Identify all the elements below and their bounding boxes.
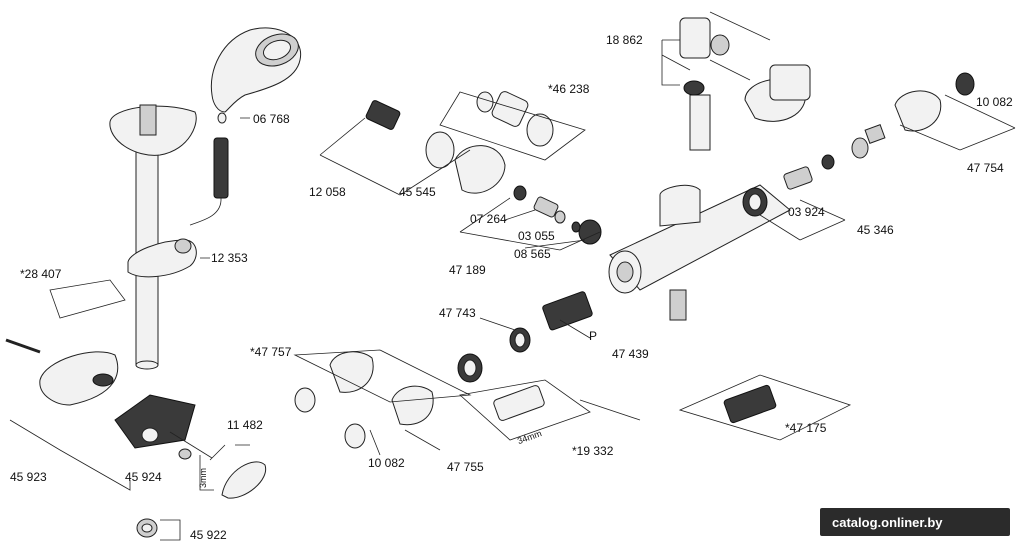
label-10082-bot: 10 082 (368, 456, 405, 470)
screw-left (5, 338, 41, 354)
label-45923: 45 923 (10, 470, 47, 484)
part-03055 (533, 196, 559, 218)
label-12353: 12 353 (211, 251, 248, 265)
label-07264: 07 264 (470, 212, 507, 226)
thermostat-body (608, 184, 791, 294)
label-08565: 08 565 (514, 247, 551, 261)
rail-nut (136, 518, 158, 538)
shower-hose (189, 112, 229, 226)
slider (127, 238, 197, 278)
label-10082-top: 10 082 (976, 95, 1013, 109)
leader-lines (9, 11, 1016, 541)
label-47754: 47 754 (967, 161, 1004, 175)
part-45545 (425, 131, 506, 194)
part-08565 (578, 219, 602, 245)
label-47743: 47 743 (439, 306, 476, 320)
cartridge-47439 (542, 291, 593, 331)
part-46238 (476, 91, 554, 147)
handle-47755 (344, 385, 434, 449)
label-03055: 03 055 (518, 229, 555, 243)
label-45922: 45 922 (190, 528, 227, 542)
handle-47757 (294, 351, 374, 413)
part-12058 (365, 100, 401, 130)
part-45346 (742, 154, 835, 217)
part-19332 (493, 385, 545, 421)
label-47439: 47 439 (612, 347, 649, 361)
part-10082-top (955, 72, 975, 96)
hand-shower-head (210, 27, 302, 113)
label-18862: 18 862 (606, 33, 643, 47)
label-45545: 45 545 (399, 185, 436, 199)
end-cap (221, 461, 267, 499)
label-19332: *19 332 (572, 444, 614, 458)
nut-47755 (457, 353, 483, 383)
label-11482: 11 482 (227, 418, 263, 432)
small-seals-left (513, 185, 581, 233)
label-28407: *28 407 (20, 267, 62, 281)
cartridge-47175 (723, 384, 777, 424)
label-06768: 06 768 (253, 112, 290, 126)
watermark: catalog.onliner.by (820, 508, 1010, 536)
part-18862 (679, 17, 811, 151)
label-47175: *47 175 (785, 421, 827, 435)
label-3mm: 3mm (198, 468, 208, 488)
ring-47743 (509, 327, 531, 353)
label-P: P (589, 329, 597, 343)
label-45346: 45 346 (857, 223, 894, 237)
label-47755: 47 755 (447, 460, 484, 474)
soap-dish (39, 351, 119, 406)
label-34mm: 34mm (516, 428, 543, 446)
small-ring (178, 448, 192, 460)
label-12058: 12 058 (309, 185, 346, 199)
label-46238: *46 238 (548, 82, 590, 96)
label-03924: 03 924 (788, 205, 825, 219)
label-45924: 45 924 (125, 470, 162, 484)
label-47757: *47 757 (250, 345, 292, 359)
allen-key (169, 431, 214, 491)
part-47754 (851, 90, 942, 159)
watermark-text: catalog.onliner.by (832, 515, 943, 530)
body-outlet (669, 289, 687, 321)
top-holder (109, 104, 197, 156)
label-47189: 47 189 (449, 263, 486, 277)
